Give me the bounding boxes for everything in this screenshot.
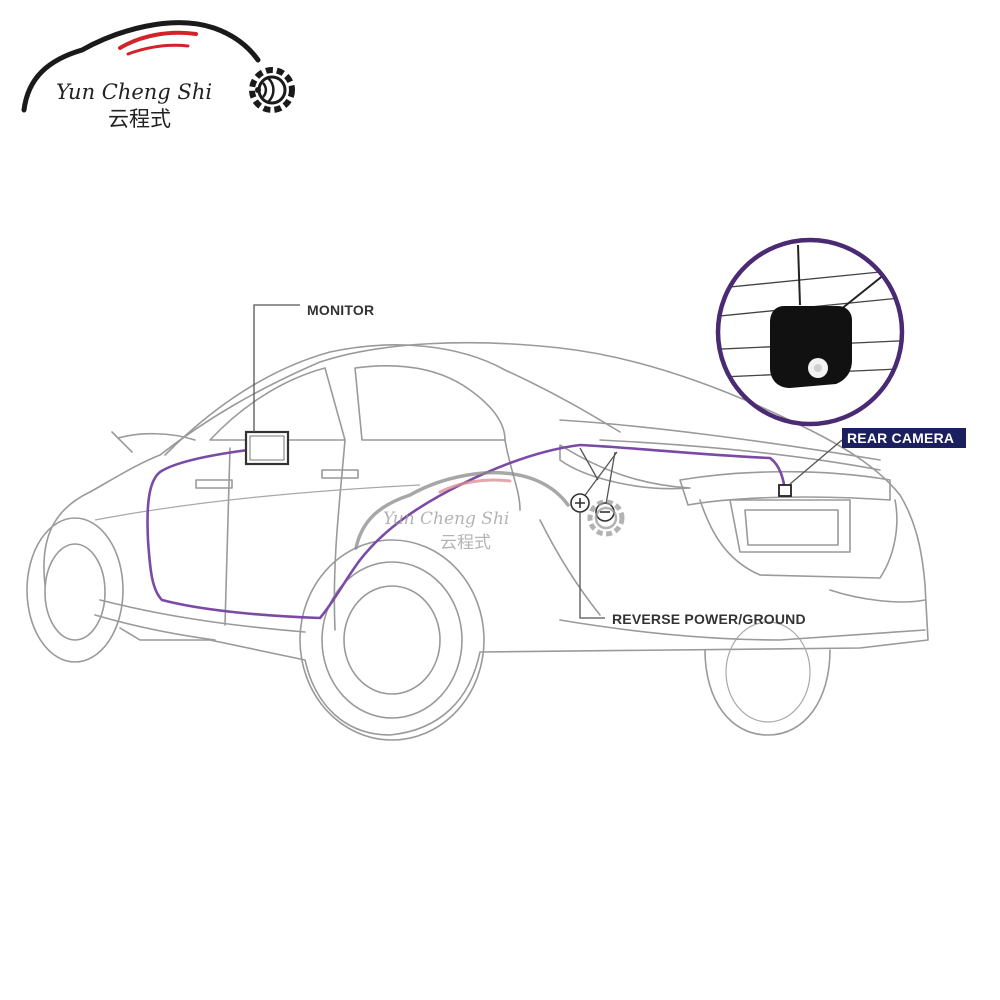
- gear-wifi-icon: [252, 70, 292, 110]
- camera-icon: [770, 306, 852, 388]
- watermark-name-en: Yun Cheng Shi: [383, 509, 509, 529]
- watermark: Yun Cheng Shi 云程式: [356, 473, 622, 553]
- monitor-icon: [246, 432, 288, 464]
- plus-terminal-icon: [571, 494, 589, 512]
- reverse-power-label: REVERSE POWER/GROUND: [612, 611, 806, 627]
- brand-name-cn: 云程式: [108, 107, 171, 131]
- watermark-name-cn: 云程式: [440, 533, 491, 553]
- camera-cable: [148, 445, 786, 618]
- rear-camera-small-icon: [779, 485, 791, 496]
- rear-camera-label: REAR CAMERA: [847, 430, 954, 446]
- monitor-leader: [254, 305, 300, 432]
- monitor-label: MONITOR: [307, 302, 374, 318]
- brand-logo: Yun Cheng Shi 云程式: [24, 23, 292, 131]
- camera-callout: [700, 240, 920, 424]
- brand-name-en: Yun Cheng Shi: [56, 80, 212, 104]
